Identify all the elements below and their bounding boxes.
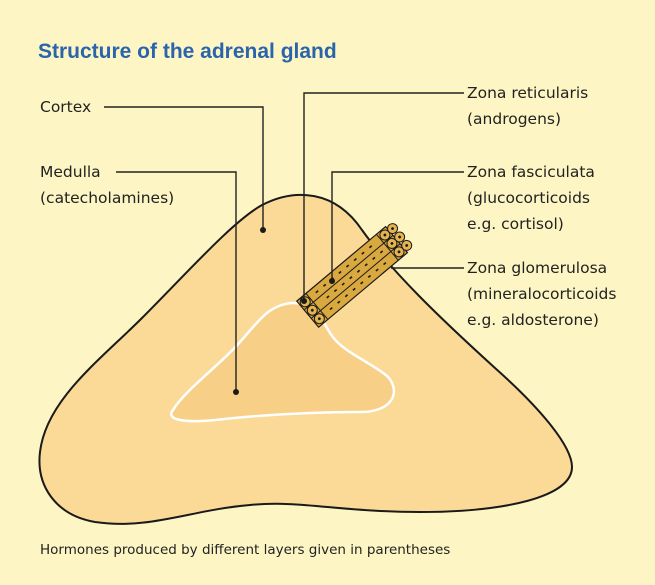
label-fasciculata-example: e.g. cortisol) — [467, 212, 564, 236]
label-medulla-hormone: (catecholamines) — [40, 186, 174, 210]
label-fasciculata-hormone: (glucocorticoids — [467, 186, 590, 210]
label-zona-glomerulosa: Zona glomerulosa — [467, 256, 607, 280]
label-glomerulosa-example: e.g. aldosterone) — [467, 308, 599, 332]
label-zona-fasciculata: Zona fasciculata — [467, 160, 595, 184]
medulla-pointer-dot — [233, 389, 239, 395]
label-glomerulosa-hormone: (mineralocorticoids — [467, 282, 616, 306]
diagram-caption: Hormones produced by different layers gi… — [40, 542, 450, 558]
label-reticularis-hormone: (androgens) — [467, 107, 561, 131]
reticularis-pointer-dot — [301, 298, 307, 304]
label-cortex: Cortex — [40, 95, 91, 119]
cortex-pointer-dot — [260, 227, 266, 233]
label-medulla: Medulla — [40, 160, 101, 184]
fasciculata-pointer-dot — [329, 278, 335, 284]
label-zona-reticularis: Zona reticularis — [467, 81, 588, 105]
